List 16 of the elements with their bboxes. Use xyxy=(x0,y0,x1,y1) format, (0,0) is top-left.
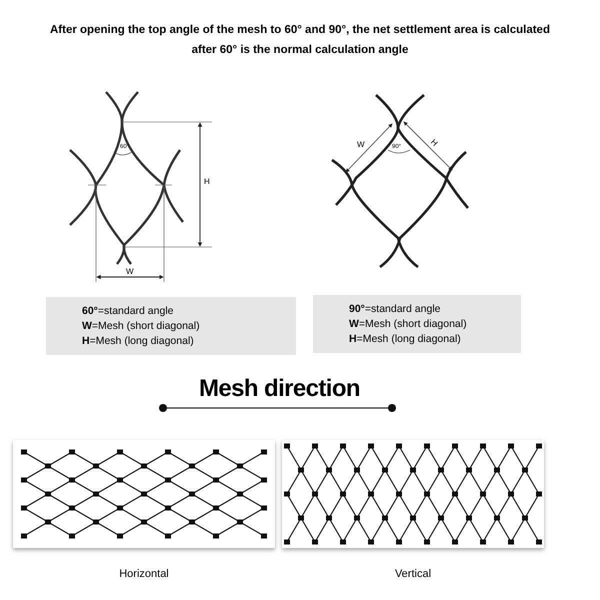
legend-text: H=Mesh (long diagonal) xyxy=(82,334,195,348)
dimension-label: H xyxy=(428,136,440,150)
dimension-label: W xyxy=(357,139,365,151)
node-label: Horizontal xyxy=(118,567,170,582)
section-heading: Mesh direction xyxy=(199,377,360,401)
info-box xyxy=(46,297,296,355)
legend-text: 60°=standard angle xyxy=(82,304,174,318)
node-label: Vertical xyxy=(394,567,432,582)
dimension-label: W xyxy=(126,266,134,278)
info-box xyxy=(313,295,521,353)
legend-text: W=Mesh (short diagonal) xyxy=(349,316,468,332)
dimension-label: H xyxy=(204,176,210,188)
legend-text: H=Mesh (long diagonal) xyxy=(349,332,462,346)
title: After opening the top angle of the mesh to 60° and 90°, the net settlement area is calculated after 60° is the normal calculation angle xyxy=(49,23,551,58)
legend-text: W=Mesh (short diagonal) xyxy=(82,318,201,334)
legend-text: 90°=standard angle xyxy=(349,302,442,316)
